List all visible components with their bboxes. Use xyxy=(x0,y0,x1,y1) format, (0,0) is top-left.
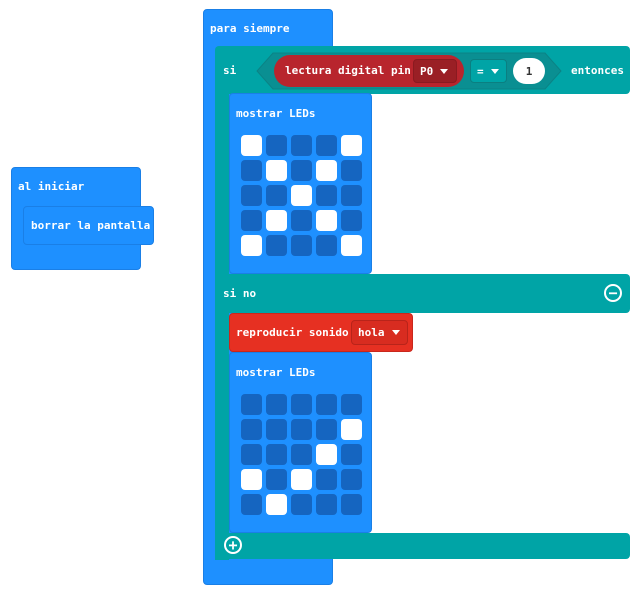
led-r3-c3[interactable] xyxy=(316,210,337,231)
led-r4-c1[interactable] xyxy=(266,494,287,515)
plus-circle-icon[interactable]: + xyxy=(224,536,242,554)
led-r3-c4[interactable] xyxy=(341,210,362,231)
led-r2-c0[interactable] xyxy=(241,185,262,206)
led-r4-c2[interactable] xyxy=(291,494,312,515)
led-r2-c0[interactable] xyxy=(241,444,262,465)
led-r1-c4[interactable] xyxy=(341,160,362,181)
else-bar xyxy=(215,274,630,313)
digital-read-label: lectura digital pin xyxy=(285,64,411,77)
sound-dropdown[interactable]: hola xyxy=(351,320,408,345)
led-r0-c3[interactable] xyxy=(316,394,337,415)
led-r3-c1[interactable] xyxy=(266,210,287,231)
led-r0-c0[interactable] xyxy=(241,135,262,156)
led-r3-c1[interactable] xyxy=(266,469,287,490)
then-label: entonces xyxy=(571,64,624,77)
led-r0-c1[interactable] xyxy=(266,135,287,156)
play-sound-label: reproducir sonido xyxy=(236,326,349,339)
led-r1-c3[interactable] xyxy=(316,419,337,440)
led-r4-c1[interactable] xyxy=(266,235,287,256)
compare-value-field[interactable]: 1 xyxy=(513,58,545,84)
led-r1-c1[interactable] xyxy=(266,419,287,440)
led-r1-c0[interactable] xyxy=(241,160,262,181)
led-r0-c4[interactable] xyxy=(341,135,362,156)
led-r2-c1[interactable] xyxy=(266,444,287,465)
clear-screen-block[interactable] xyxy=(23,206,154,245)
led-r4-c0[interactable] xyxy=(241,235,262,256)
led-grid-2[interactable] xyxy=(241,394,362,515)
led-r2-c2[interactable] xyxy=(291,185,312,206)
chevron-down-icon xyxy=(490,68,499,74)
led-r0-c2[interactable] xyxy=(291,135,312,156)
led-r1-c0[interactable] xyxy=(241,419,262,440)
led-r2-c1[interactable] xyxy=(266,185,287,206)
operator-dropdown[interactable]: = xyxy=(470,59,507,83)
forever-label: para siempre xyxy=(210,22,290,35)
if-block-spine xyxy=(215,90,229,560)
chevron-down-icon xyxy=(440,68,449,74)
led-r0-c2[interactable] xyxy=(291,394,312,415)
led-r1-c4[interactable] xyxy=(341,419,362,440)
operator-value: = xyxy=(477,64,484,78)
led-r4-c3[interactable] xyxy=(316,494,337,515)
on-start-label: al iniciar xyxy=(18,180,85,193)
compare-value: 1 xyxy=(525,64,533,78)
else-label: si no xyxy=(223,287,257,300)
led-r4-c3[interactable] xyxy=(316,235,337,256)
led-r3-c2[interactable] xyxy=(291,469,312,490)
led-r1-c2[interactable] xyxy=(291,160,312,181)
led-r2-c4[interactable] xyxy=(341,185,362,206)
led-r0-c4[interactable] xyxy=(341,394,362,415)
led-r2-c3[interactable] xyxy=(316,185,337,206)
led-r3-c0[interactable] xyxy=(241,469,262,490)
minus-circle-icon[interactable]: − xyxy=(604,284,622,302)
led-r3-c4[interactable] xyxy=(341,469,362,490)
led-r1-c2[interactable] xyxy=(291,419,312,440)
led-r0-c0[interactable] xyxy=(241,394,262,415)
led-r0-c3[interactable] xyxy=(316,135,337,156)
led-grid-1[interactable] xyxy=(241,135,362,256)
led-r4-c0[interactable] xyxy=(241,494,262,515)
show-leds-label-1: mostrar LEDs xyxy=(236,107,316,120)
pin-value: P0 xyxy=(420,64,434,78)
led-r3-c0[interactable] xyxy=(241,210,262,231)
led-r3-c3[interactable] xyxy=(316,469,337,490)
led-r4-c2[interactable] xyxy=(291,235,312,256)
clear-screen-label: borrar la pantalla xyxy=(31,219,151,232)
led-r2-c2[interactable] xyxy=(291,444,312,465)
led-r4-c4[interactable] xyxy=(341,494,362,515)
led-r1-c3[interactable] xyxy=(316,160,337,181)
if-label: si xyxy=(223,64,237,77)
sound-value: hola xyxy=(358,326,385,339)
led-r2-c3[interactable] xyxy=(316,444,337,465)
pin-dropdown[interactable]: P0 xyxy=(413,59,457,83)
led-r0-c1[interactable] xyxy=(266,394,287,415)
chevron-down-icon xyxy=(391,330,400,335)
show-leds-label-2: mostrar LEDs xyxy=(236,366,316,379)
led-r3-c2[interactable] xyxy=(291,210,312,231)
if-block-footer xyxy=(215,533,630,559)
led-r2-c4[interactable] xyxy=(341,444,362,465)
led-r4-c4[interactable] xyxy=(341,235,362,256)
led-r1-c1[interactable] xyxy=(266,160,287,181)
